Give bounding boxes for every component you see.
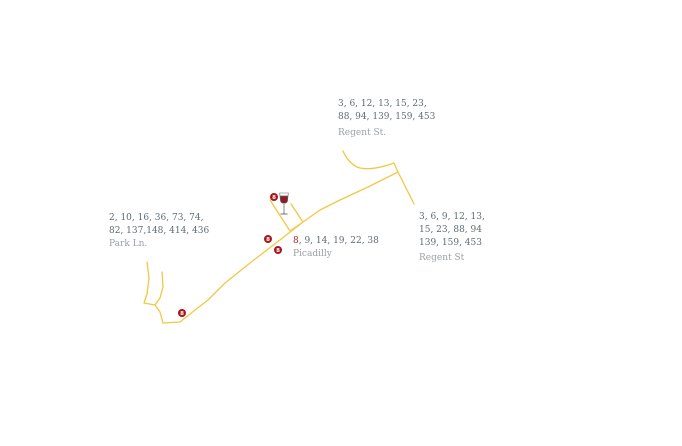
street-regent-east [393,162,415,205]
bus-stop-marker[interactable]: 8 [178,309,186,317]
bus-stop-label: 8 [180,311,184,317]
street-side [269,199,304,232]
street-name: Regent St [419,253,465,263]
wine-glass-icon[interactable] [279,192,289,215]
street-park-lane-link [154,304,164,324]
routes-line: 15, 23, 88, 94 [419,225,482,235]
routes-line: 88, 94, 139, 159, 453 [338,112,436,122]
routes-line: 82, 137,148, 414, 436 [109,226,210,236]
bus-stop-marker[interactable]: 8 [264,235,272,243]
bus-stop-marker[interactable]: 8 [274,246,282,254]
street-name: Regent St. [338,128,387,138]
street-piccadilly [162,171,399,324]
bus-stop-label: 8 [272,195,276,201]
routes-line: 139, 159, 453 [419,238,482,248]
street-regent-north [342,150,395,170]
street-name: Park Ln. [109,239,148,249]
bus-stop-label: 8 [266,237,270,243]
highlight-route: 8 [293,236,299,246]
label-park-lane: 2, 10, 16, 36, 73, 74, 82, 137,148, 414,… [109,212,209,251]
bus-stop-label: 8 [276,248,280,254]
street-park-lane [143,261,164,306]
routes-line: , 9, 14, 19, 22, 38 [298,236,379,246]
routes-line: 3, 6, 12, 13, 15, 23, [338,99,427,109]
label-regent-north: 3, 6, 12, 13, 15, 23, 88, 94, 139, 159, … [338,98,435,140]
routes-line: 3, 6, 9, 12, 13, [419,212,485,222]
street-name: Picadilly [293,249,332,259]
label-regent-east: 3, 6, 9, 12, 13, 15, 23, 88, 94 139, 159… [419,211,485,265]
bus-stop-marker[interactable]: 8 [270,193,278,201]
label-piccadilly: 8, 9, 14, 19, 22, 38 Picadilly [293,235,379,261]
routes-line: 2, 10, 16, 36, 73, 74, [109,213,204,223]
